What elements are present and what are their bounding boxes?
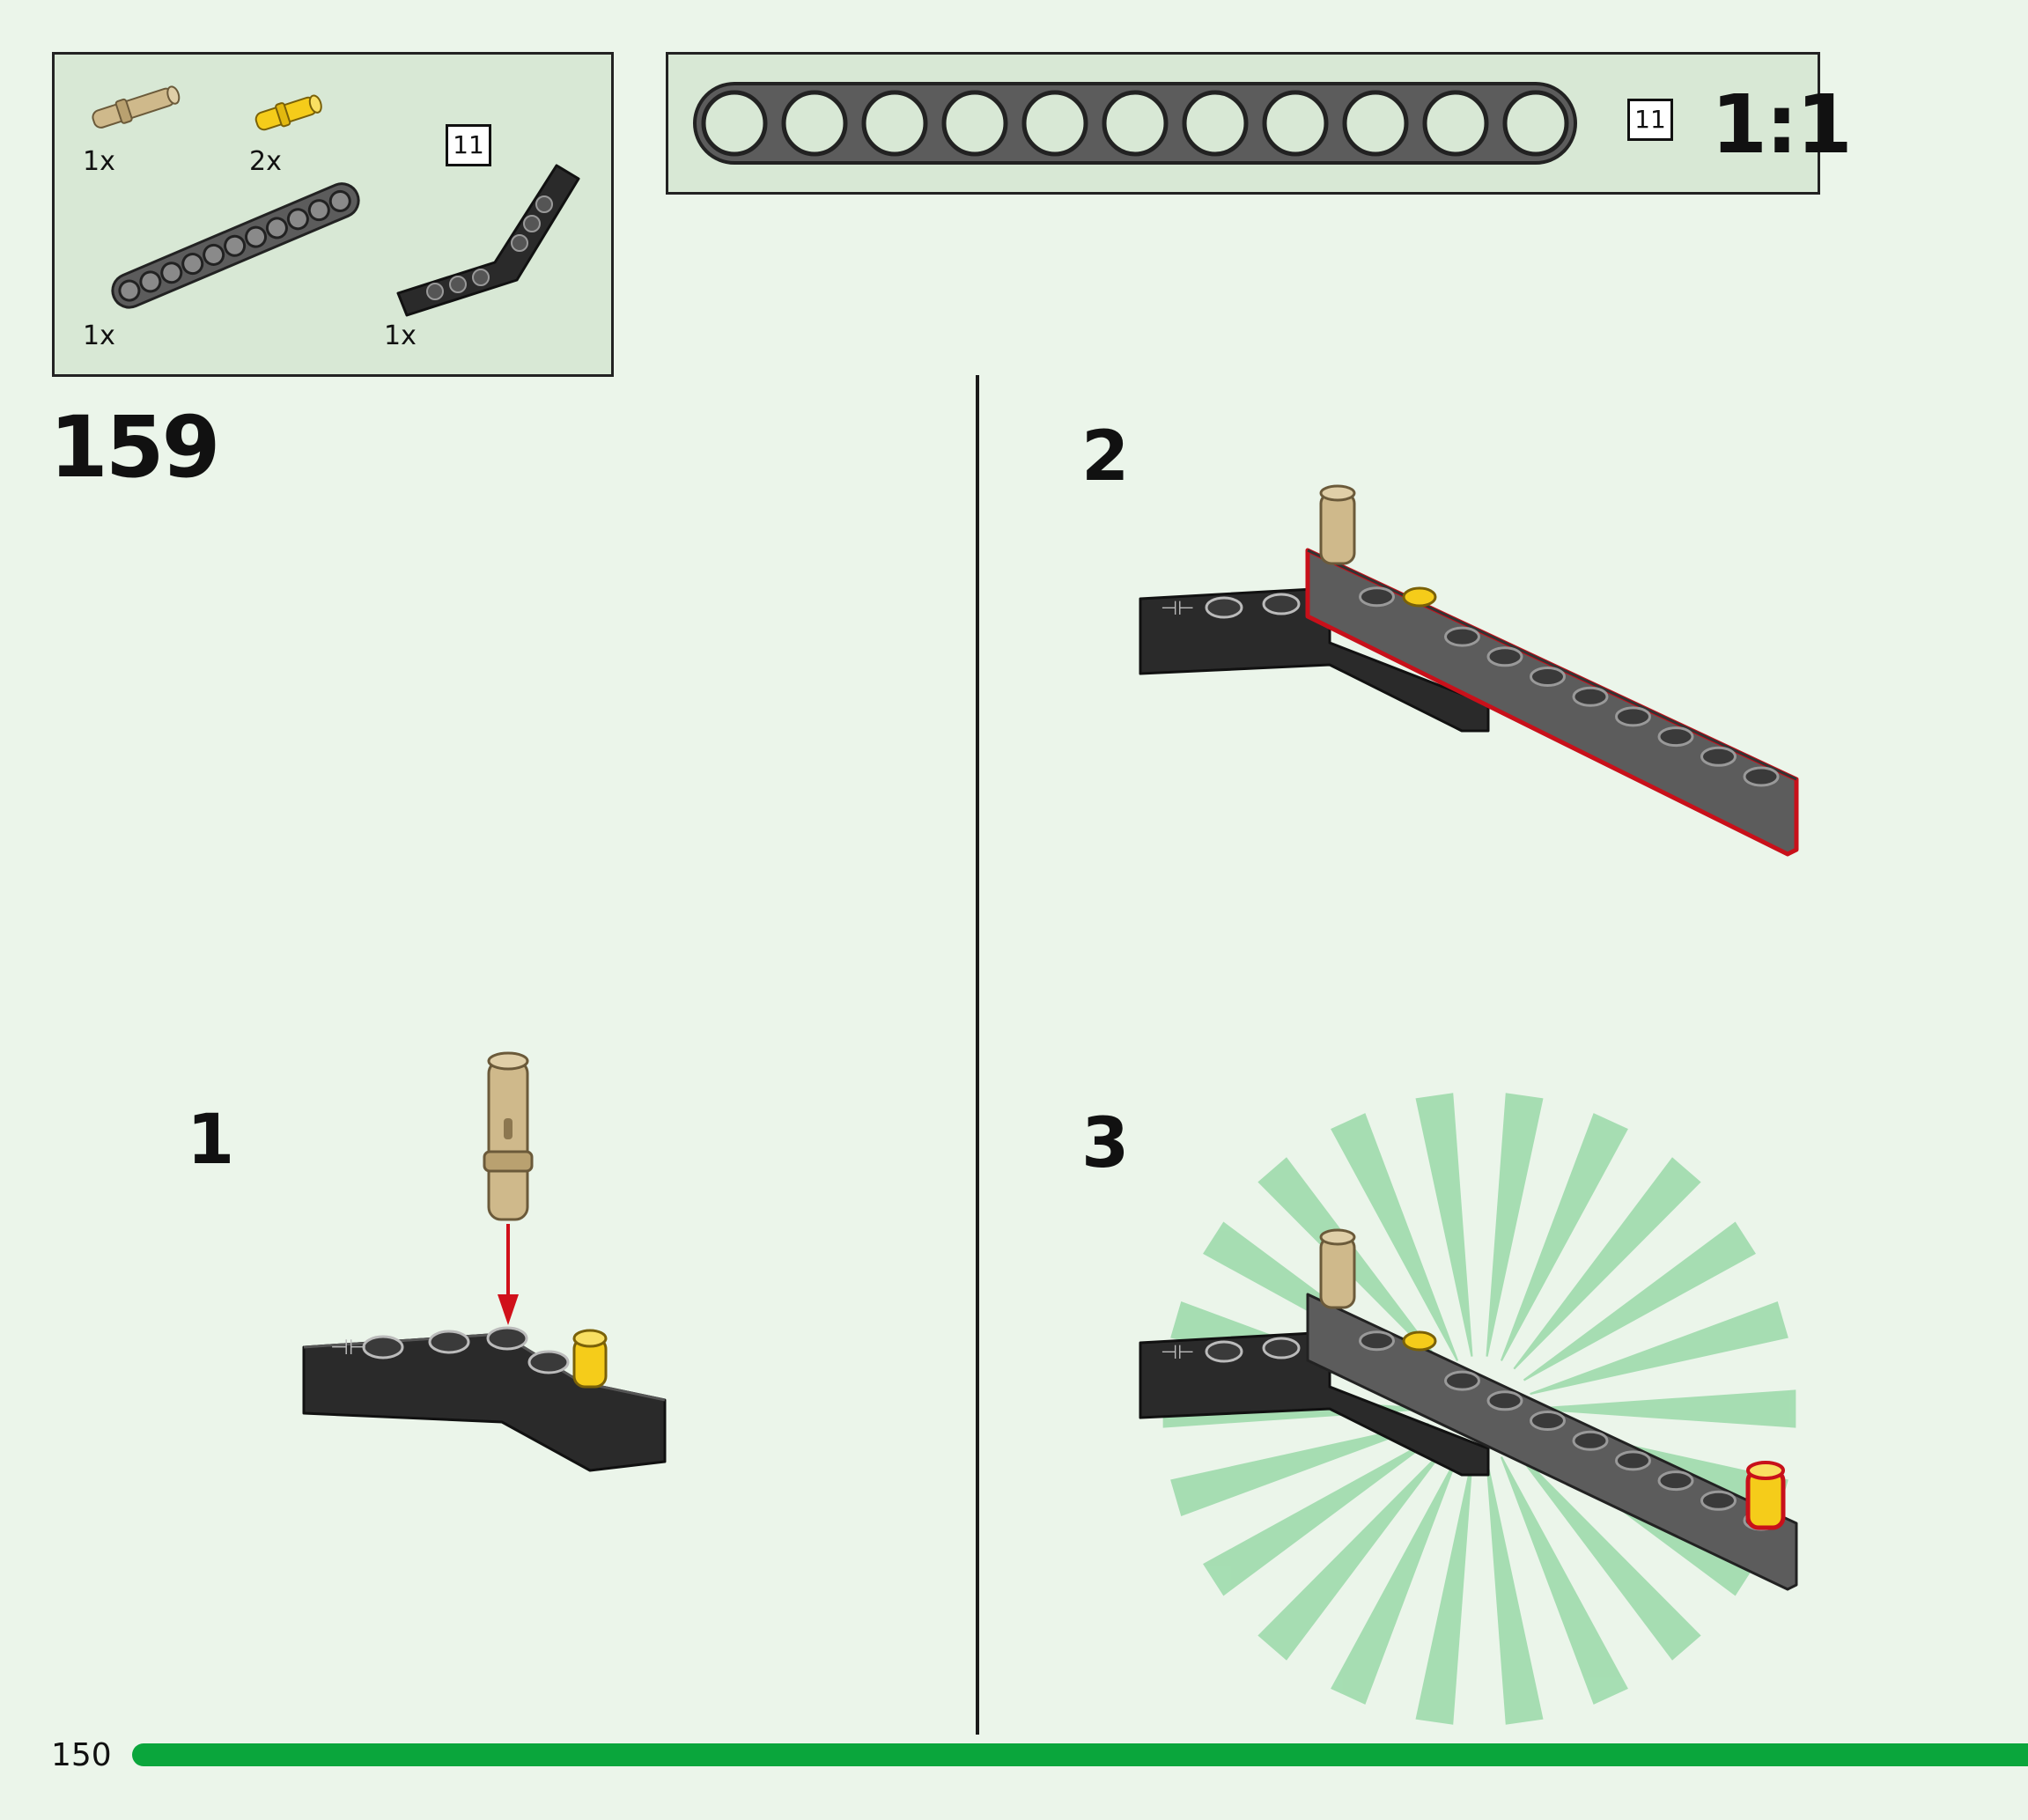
burst-ray: [1257, 1448, 1446, 1661]
beam-hole: [1572, 686, 1609, 707]
substep-2-label: 2: [1081, 417, 1130, 497]
page-number: 150: [51, 1737, 112, 1773]
burst-ray: [1531, 1389, 1796, 1428]
burst-ray: [1486, 1461, 1544, 1725]
gray-beam-quantity: 1x: [83, 321, 115, 351]
beam-hole: [1486, 646, 1523, 667]
beam-hole: [1444, 626, 1480, 647]
beam-hole: [1359, 586, 1395, 608]
scale-length-badge: 11: [1627, 99, 1673, 141]
substep-1-illustration: ⊣⊢: [302, 1051, 667, 1472]
tan-axle-pin-icon: [92, 85, 181, 129]
scale-ratio-label: 1:1: [1711, 77, 1853, 172]
progress-bar: [132, 1743, 2028, 1766]
parts-list-panel: 1x 2x 11 1x 1x: [52, 52, 614, 377]
scale-beam-hole: [781, 90, 848, 157]
black-angled-beam-icon: [396, 164, 580, 317]
beam-hole: [1530, 667, 1566, 687]
beam-hole: [1359, 1330, 1395, 1352]
substep-3-illustration: ⊣⊢: [1139, 1228, 1798, 1591]
scale-beam-hole: [1422, 90, 1489, 157]
scale-beam-hole: [701, 90, 768, 157]
scale-beam-hole: [1021, 90, 1088, 157]
scale-beam-hole: [941, 90, 1008, 157]
gray-11-beam-icon: [111, 182, 360, 309]
scale-reference-panel: 11 1:1: [666, 52, 1853, 195]
burst-ray: [1331, 1113, 1459, 1361]
burst-ray: [1500, 1113, 1628, 1361]
scale-beam-hole: [1102, 90, 1169, 157]
beam-hole: [1615, 706, 1651, 727]
burst-ray: [1415, 1461, 1473, 1725]
beam-hole: [1743, 766, 1780, 787]
beam-hole: [1700, 1490, 1737, 1511]
burst-ray: [1331, 1456, 1459, 1705]
svg-text:⊣⊢: ⊣⊢: [1161, 1342, 1194, 1364]
beam-hole: [1486, 1390, 1523, 1411]
beam-hole: [1700, 746, 1737, 767]
scale-beam-hole: [1342, 90, 1409, 157]
burst-ray: [1486, 1093, 1544, 1357]
scale-beam-hole: [1182, 90, 1249, 157]
scale-beam-icon: [693, 82, 1577, 165]
tan-pin-quantity: 1x: [83, 146, 115, 177]
scale-beam-hole: [1502, 90, 1569, 157]
svg-text:⊣⊢: ⊣⊢: [1161, 598, 1194, 620]
beam-hole: [1657, 1470, 1694, 1492]
burst-ray: [1415, 1093, 1473, 1357]
beam-hole: [1530, 1411, 1566, 1431]
panel-divider: [976, 375, 979, 1735]
burst-ray: [1513, 1448, 1701, 1661]
beam-hole: [1657, 726, 1694, 748]
scale-beam-hole: [1262, 90, 1329, 157]
scale-beam-hole: [861, 90, 928, 157]
angled-beam-quantity: 1x: [384, 321, 417, 351]
burst-ray: [1513, 1157, 1701, 1370]
svg-text:⊣⊢: ⊣⊢: [330, 1335, 367, 1359]
burst-ray: [1203, 1436, 1436, 1596]
yellow-short-pin-icon: [254, 94, 322, 131]
beam-hole: [1444, 1370, 1480, 1391]
burst-ray: [1500, 1456, 1628, 1705]
burst-ray: [1170, 1422, 1429, 1516]
burst-ray: [1523, 1221, 1756, 1382]
beam-hole: [1615, 1450, 1651, 1471]
step-number: 159: [49, 398, 220, 497]
beam-hole: [1572, 1430, 1609, 1451]
substep-1-label: 1: [187, 1101, 235, 1180]
beam-length-badge: 11: [446, 124, 491, 166]
substep-2-illustration: ⊣⊢: [1139, 484, 1799, 857]
substep-3-label: 3: [1081, 1104, 1130, 1183]
burst-ray: [1530, 1301, 1788, 1396]
yellow-pin-quantity: 2x: [249, 146, 282, 177]
